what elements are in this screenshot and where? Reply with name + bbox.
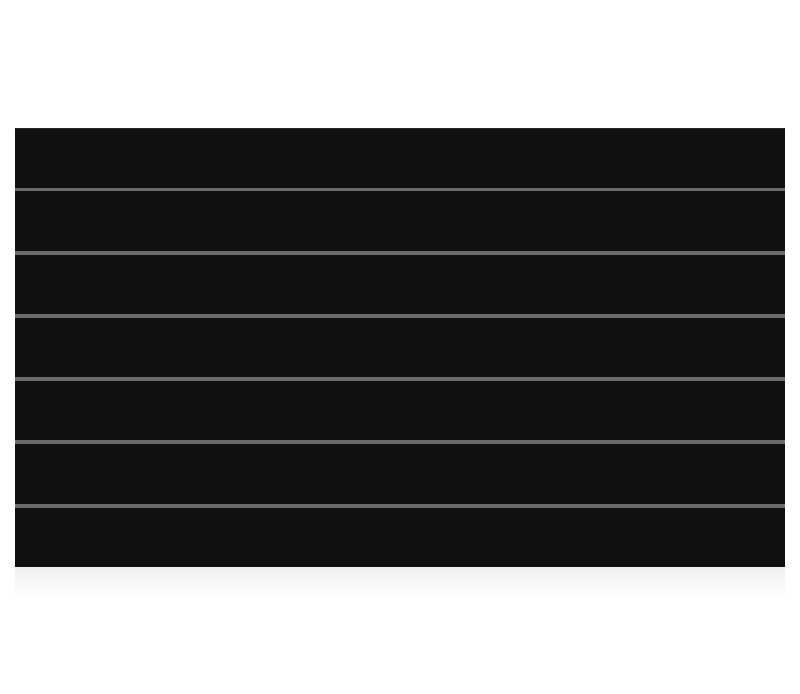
slatwall-panel	[15, 128, 785, 567]
floor-shadow	[15, 567, 785, 597]
slat	[15, 317, 785, 378]
slat	[15, 191, 785, 251]
slat	[15, 128, 785, 189]
slat	[15, 381, 785, 441]
slat	[15, 254, 785, 314]
slat	[15, 507, 785, 567]
slat	[15, 444, 785, 504]
